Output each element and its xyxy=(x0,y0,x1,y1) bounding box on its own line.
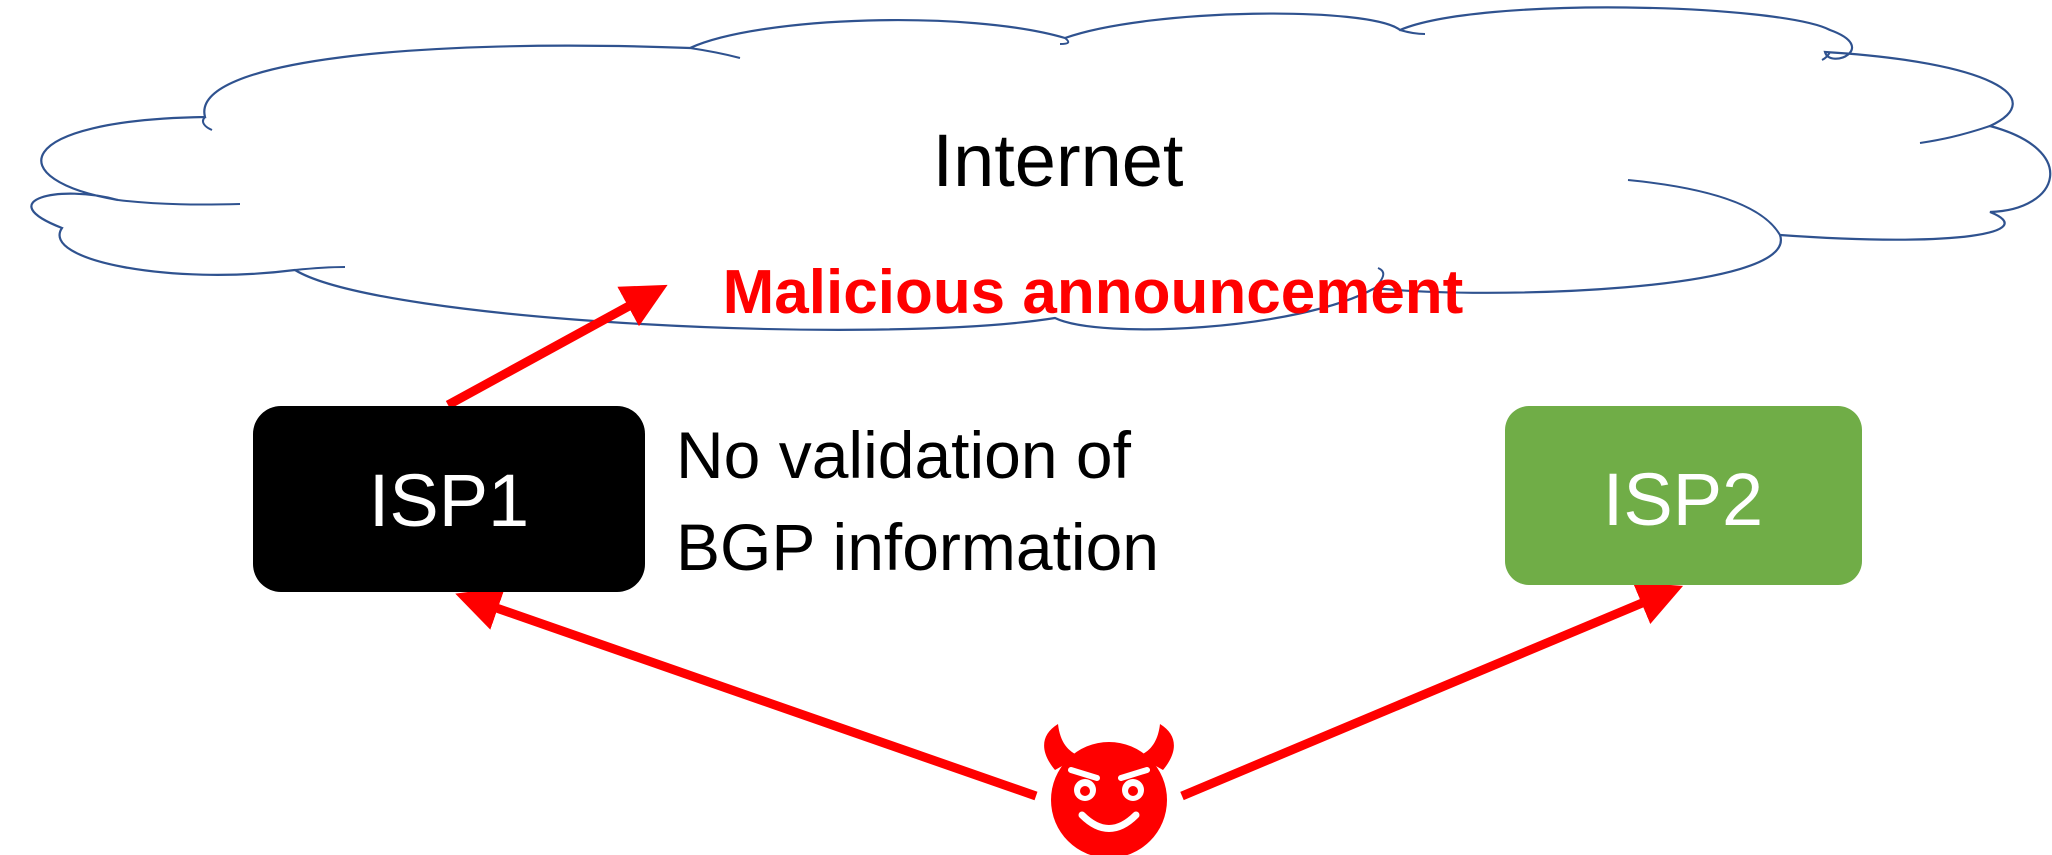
validation-note-line-1: No validation of xyxy=(676,418,1132,492)
isp2-label: ISP2 xyxy=(1603,458,1763,541)
devil-left-brow xyxy=(1068,767,1100,781)
isp2-box xyxy=(1505,406,1862,585)
devil-head xyxy=(1051,742,1167,855)
attacker-to-isp1-arrow xyxy=(455,587,1038,801)
cloud-crease-1 xyxy=(202,116,213,131)
cloud-crease-3 xyxy=(294,266,346,271)
cloud-crease-6 xyxy=(1399,29,1426,35)
isp1-box xyxy=(253,406,645,592)
cloud-crease-5 xyxy=(1059,37,1070,45)
cloud-crease-2 xyxy=(117,199,241,206)
malicious-announcement-label: Malicious announcement xyxy=(723,258,1464,327)
cloud-outline xyxy=(30,6,2052,331)
isp2-node: ISP2 xyxy=(1505,406,1862,585)
attacker-to-isp2-arrow xyxy=(1180,582,1684,801)
devil-right-brow xyxy=(1118,767,1150,781)
cloud-crease-7 xyxy=(1821,51,1831,61)
isp1-node: ISP1 xyxy=(253,406,645,592)
devil-right-pupil xyxy=(1128,786,1138,796)
devil-smile xyxy=(1078,811,1140,832)
cloud-crease-8 xyxy=(1919,125,1991,144)
isp1-label: ISP1 xyxy=(369,459,529,542)
internet-cloud: Internet xyxy=(30,6,2052,331)
cloud-label: Internet xyxy=(933,119,1184,202)
devil-face-icon xyxy=(1044,724,1174,855)
announcement-arrow xyxy=(445,284,668,409)
cloud-crease-10 xyxy=(1374,267,1385,289)
validation-note-line-2: BGP information xyxy=(676,510,1159,584)
cloud-crease-4 xyxy=(689,47,741,59)
devil-left-pupil xyxy=(1080,786,1090,796)
cloud-crease-9 xyxy=(1627,179,1781,236)
